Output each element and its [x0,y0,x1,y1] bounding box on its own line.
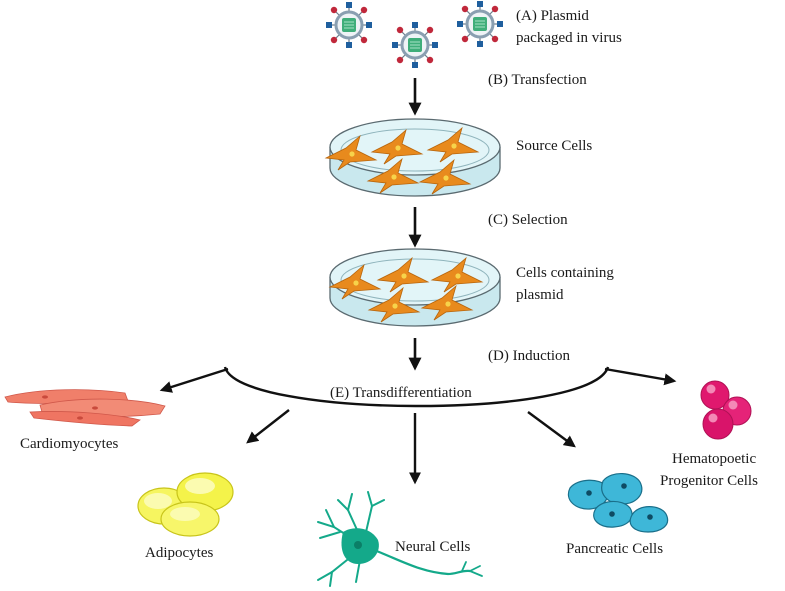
step-d-label: (D) Induction [488,348,571,364]
cardiomyocytes-illustration [4,389,166,427]
cardiomyocytes-label: Cardiomyocytes [20,436,118,452]
step-b-label: (B) Transfection [488,72,587,88]
arrow-cardio [159,367,229,393]
hematopoetic-label-line2: Progenitor Cells [660,473,758,489]
source-cells-label: Source Cells [516,138,592,154]
step-a-label-line1: (A) Plasmid [516,8,589,24]
arrow-pancreatic [527,411,576,448]
selected-cells-label-line2: plasmid [516,287,564,303]
branch-curve [223,366,610,408]
neural-cells-label: Neural Cells [395,539,471,555]
neural-cell-illustration [317,491,483,587]
step-c-label: (C) Selection [488,212,568,228]
adipocytes-label: Adipocytes [145,545,213,561]
petri-dish-source [325,118,501,197]
hematopoetic-label-line1: Hematopoetic [672,451,756,467]
step-e-label: (E) Transdifferentiation [330,385,472,401]
virus-icon [390,20,440,70]
arrow-hema [604,367,677,386]
virus-icon [455,0,505,49]
pancreatic-cells-label: Pancreatic Cells [566,541,663,557]
branch-arrows [159,366,677,485]
labels: (A) Plasmid packaged in virus (B) Transf… [20,8,758,561]
step-a-label-line2: packaged in virus [516,30,622,46]
virus-icons [324,0,505,70]
hematopoietic-cells-illustration [700,380,752,440]
adipocytes-illustration [137,472,234,537]
petri-dish-selected [329,248,501,327]
virus-icon [324,0,374,50]
pancreatic-cells-illustration [567,473,669,533]
selected-cells-label-line1: Cells containing [516,265,614,281]
arrow-adipo [246,409,290,444]
